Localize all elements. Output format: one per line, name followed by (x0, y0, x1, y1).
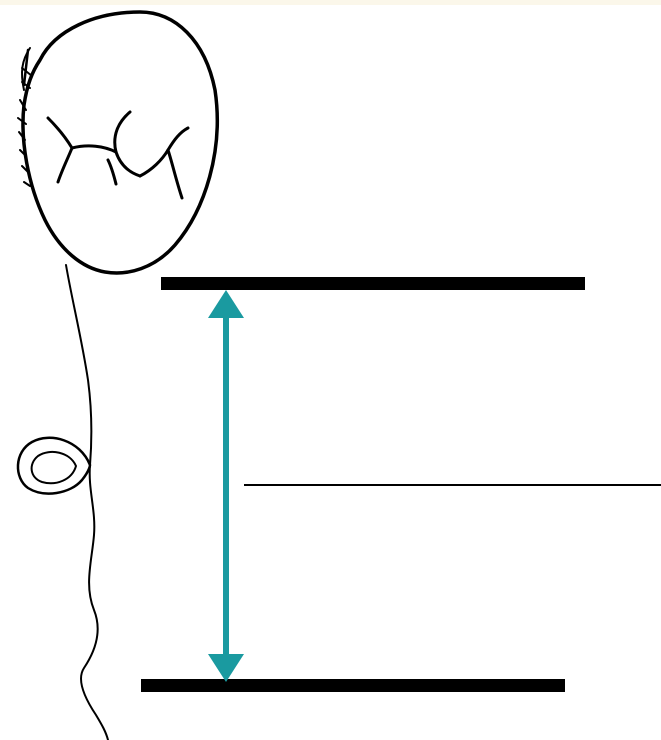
lower-bar (141, 679, 565, 692)
upper-bar (161, 277, 585, 290)
distance-double-arrow (208, 290, 244, 682)
ovary-folds (48, 112, 188, 198)
top-edge-tint (0, 0, 661, 5)
cord-loop (18, 438, 90, 494)
arrow-head-up (208, 290, 244, 318)
ovary-outline (23, 12, 217, 273)
cord-loop-inner (32, 452, 76, 483)
cord (66, 265, 108, 740)
arrow-head-down (208, 654, 244, 682)
ovary-edge-texture (18, 48, 32, 186)
